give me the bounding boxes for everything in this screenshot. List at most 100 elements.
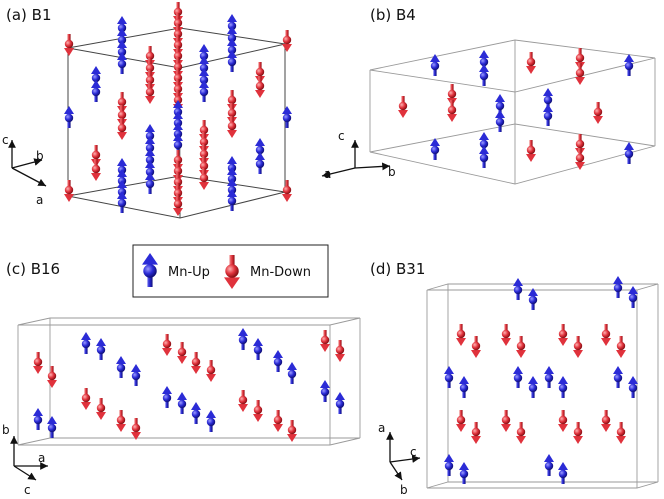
axes-b1: c b a — [2, 133, 47, 207]
spin-up-arrow-icon — [64, 106, 74, 128]
spin-down-arrow-icon — [593, 102, 603, 124]
axis-label-b: b — [388, 165, 396, 179]
spin-down-arrow-icon — [471, 336, 481, 358]
spin-up-arrow-icon — [177, 392, 187, 414]
spin-up-arrow-icon — [47, 416, 57, 438]
spin-up-arrow-icon — [628, 376, 638, 398]
spin-down-arrow-icon — [456, 410, 466, 432]
spin-up-arrow-icon — [116, 356, 126, 378]
spin-up-arrow-icon — [191, 402, 201, 424]
spin-down-arrow-icon — [516, 336, 526, 358]
atoms-b16 — [33, 328, 345, 442]
spin-down-arrow-icon — [282, 180, 292, 202]
unit-cell-b4 — [369, 39, 656, 185]
axis-label-c: c — [410, 445, 417, 459]
spin-up-arrow-icon — [287, 362, 297, 384]
panel-label-b16: (c) B16 — [6, 260, 60, 278]
axis-label-a: a — [38, 451, 45, 465]
spin-down-arrow-icon — [558, 324, 568, 346]
panel-label-b4: (b) B4 — [370, 6, 416, 24]
spin-up-arrow-icon — [199, 80, 209, 102]
spin-down-arrow-icon — [64, 180, 74, 202]
spin-down-arrow-icon — [255, 76, 265, 98]
spin-up-arrow-icon — [495, 110, 505, 132]
spin-up-arrow-icon — [479, 146, 489, 168]
legend-up-label: Mn-Up — [168, 265, 210, 280]
spin-down-arrow-icon — [558, 410, 568, 432]
spin-up-arrow-icon — [544, 454, 554, 476]
spin-down-arrow-icon — [64, 34, 74, 56]
spin-down-arrow-icon — [91, 159, 101, 181]
axes-b4: c a b — [321, 129, 396, 181]
legend-up-arrow-icon — [142, 253, 158, 287]
spin-down-arrow-icon — [501, 410, 511, 432]
spin-down-arrow-icon — [616, 422, 626, 444]
spin-down-arrow-icon — [573, 336, 583, 358]
spin-up-arrow-icon — [173, 133, 183, 155]
spin-up-arrow-icon — [282, 106, 292, 128]
spin-down-arrow-icon — [471, 422, 481, 444]
spin-up-arrow-icon — [558, 462, 568, 484]
spin-up-arrow-icon — [628, 286, 638, 308]
spin-up-arrow-icon — [459, 462, 469, 484]
spin-up-arrow-icon — [444, 454, 454, 476]
spin-down-arrow-icon — [227, 116, 237, 138]
spin-up-arrow-icon — [558, 376, 568, 398]
spin-up-arrow-icon — [479, 64, 489, 86]
spin-up-arrow-icon — [513, 278, 523, 300]
panel-b31: (d) B31 a c b — [370, 260, 659, 497]
spin-up-arrow-icon — [238, 328, 248, 350]
axis-label-b: b — [400, 483, 408, 497]
spin-up-arrow-icon — [613, 276, 623, 298]
spin-up-arrow-icon — [543, 88, 553, 110]
spin-down-arrow-icon — [456, 324, 466, 346]
spin-up-arrow-icon — [543, 104, 553, 126]
spin-up-arrow-icon — [227, 189, 237, 211]
spin-up-arrow-icon — [253, 338, 263, 360]
atoms-b31 — [444, 276, 638, 484]
panel-label-b1: (a) B1 — [6, 6, 52, 24]
spin-down-arrow-icon — [191, 352, 201, 374]
spin-up-arrow-icon — [96, 338, 106, 360]
spin-up-arrow-icon — [33, 408, 43, 430]
spin-down-arrow-icon — [575, 63, 585, 85]
spin-down-arrow-icon — [526, 52, 536, 74]
panel-label-b31: (d) B31 — [370, 260, 425, 278]
spin-down-arrow-icon — [287, 420, 297, 442]
unit-cell-b16 — [17, 317, 361, 446]
spin-down-arrow-icon — [573, 422, 583, 444]
spin-up-arrow-icon — [444, 366, 454, 388]
spin-up-arrow-icon — [162, 386, 172, 408]
spin-down-arrow-icon — [501, 324, 511, 346]
spin-down-arrow-icon — [282, 30, 292, 52]
axis-label-b: b — [36, 149, 44, 163]
spin-up-arrow-icon — [206, 410, 216, 432]
axis-label-c: c — [24, 483, 31, 497]
spin-down-arrow-icon — [173, 194, 183, 216]
spin-down-arrow-icon — [238, 390, 248, 412]
spin-down-arrow-icon — [162, 334, 172, 356]
spin-down-arrow-icon — [601, 410, 611, 432]
spin-up-arrow-icon — [430, 138, 440, 160]
atoms-b1 — [64, 2, 292, 216]
spin-up-arrow-icon — [255, 152, 265, 174]
panel-b1: (a) B1 c b a — [2, 2, 292, 219]
spin-down-arrow-icon — [575, 148, 585, 170]
spin-down-arrow-icon — [447, 100, 457, 122]
spin-up-arrow-icon — [91, 80, 101, 102]
axis-label-a: a — [324, 167, 331, 181]
spin-up-arrow-icon — [145, 172, 155, 194]
spin-down-arrow-icon — [616, 336, 626, 358]
spin-up-arrow-icon — [513, 366, 523, 388]
spin-up-arrow-icon — [459, 376, 469, 398]
spin-down-arrow-icon — [116, 410, 126, 432]
atoms-b4 — [398, 48, 634, 170]
spin-down-arrow-icon — [145, 82, 155, 104]
legend-down-arrow-icon — [224, 255, 240, 289]
spin-down-arrow-icon — [335, 340, 345, 362]
spin-down-arrow-icon — [81, 388, 91, 410]
spin-up-arrow-icon — [528, 288, 538, 310]
panel-b16: (c) B16 b a c — [2, 260, 361, 497]
legend-up-arrow-icon — [142, 253, 158, 287]
